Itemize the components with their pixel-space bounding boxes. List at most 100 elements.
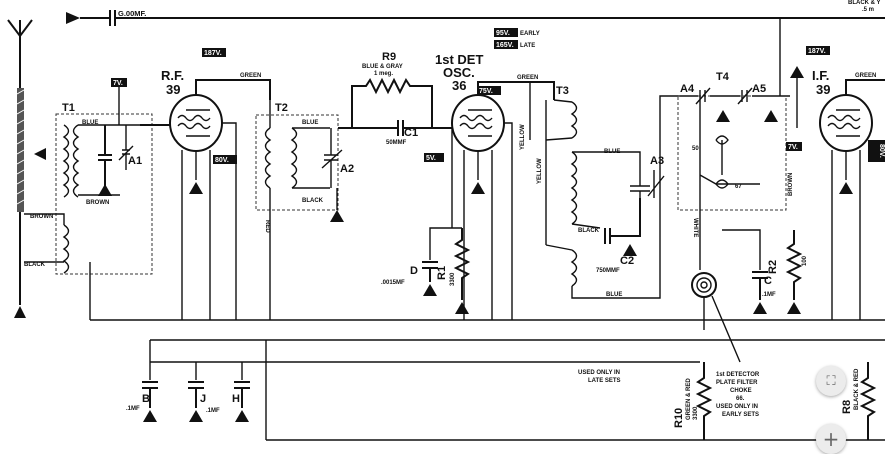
r9-desc-2: 1 meg. — [374, 71, 393, 77]
antenna-loop-coil-hatching — [16, 89, 25, 205]
svg-text:80V.: 80V. — [215, 157, 229, 164]
rf-green-wire: GREEN — [240, 73, 261, 79]
antenna-symbol — [7, 19, 33, 88]
ground-r2 — [787, 302, 801, 314]
v-det-late-box: 165V. — [494, 40, 518, 49]
early-sets-note-2: EARLY SETS — [722, 412, 759, 418]
t1-black-wire: BLACK — [24, 262, 46, 268]
v-rf-plate-box: 187V. — [202, 48, 226, 57]
svg-text:7V.: 7V. — [113, 80, 123, 87]
ground-det-cathode — [471, 182, 485, 194]
ground-c2 — [623, 244, 637, 256]
rf-tube-39 — [169, 94, 223, 152]
t1-primary-coil — [62, 124, 70, 198]
zoom-in-button[interactable]: + — [816, 424, 846, 454]
a2-cap — [321, 128, 343, 188]
c-cap — [752, 271, 768, 300]
ground-b — [143, 410, 157, 422]
antenna-arrow — [34, 148, 46, 160]
det-yellow-wire-2: YELLOW — [537, 158, 543, 184]
b-cap — [142, 381, 158, 408]
if-tube-39 — [819, 94, 873, 152]
collapse-icon: ⛶ — [826, 373, 836, 389]
j-label: J — [200, 393, 206, 405]
t4-choke-upper — [715, 135, 729, 145]
r1-label: R1 — [436, 266, 448, 280]
cap-g-label: G.00MF. — [118, 9, 146, 18]
r9-resistor — [351, 77, 433, 128]
t4-choke-lower-val: 67 — [735, 184, 742, 190]
a5-label: A5 — [752, 83, 766, 95]
antenna-loop-coil — [17, 88, 24, 212]
late-sets-note-1: USED ONLY IN — [578, 370, 620, 376]
top-right-note-1: BLACK & Y — [848, 0, 881, 6]
ground-antenna — [14, 306, 26, 318]
ground-r1 — [455, 302, 469, 314]
det-early-note: EARLY — [520, 31, 540, 37]
t3-label: T3 — [556, 85, 569, 97]
t1-brown-wire-2: BROWN — [86, 200, 109, 206]
collapse-button[interactable]: ⛶ — [816, 366, 846, 396]
r8-desc: BLACK & RED — [854, 368, 860, 410]
svg-text:187V.: 187V. — [204, 50, 222, 57]
t2-label: T2 — [275, 102, 288, 114]
det-late-note: LATE — [520, 43, 535, 49]
plus-icon: + — [822, 427, 840, 451]
late-sets-note-2: LATE SETS — [588, 378, 621, 384]
a3-cap — [630, 170, 665, 198]
t4-shield — [677, 95, 787, 211]
t3-upper-coil — [570, 101, 578, 139]
a1-trimmer — [118, 125, 134, 170]
t4-white-wire: WHITE — [692, 218, 698, 237]
v-if-screen-box: 80V. — [868, 140, 885, 162]
c-value: .1MF — [762, 292, 776, 298]
det-yellow-wire-1: YELLOW — [520, 124, 526, 150]
det-tube-name-2: OSC. — [443, 65, 475, 80]
detector-plate-choke — [691, 272, 717, 298]
rf-tube-number: 39 — [166, 82, 180, 97]
t2-secondary-coil — [290, 127, 298, 189]
v-if-grid-box: 7V. — [786, 142, 802, 151]
r8-label: R8 — [841, 400, 853, 414]
t1-shield — [55, 113, 153, 275]
if-tube-name: I.F. — [812, 68, 829, 83]
t3-black-wire: BLACK — [578, 228, 600, 234]
ground-c — [753, 302, 767, 314]
a3-label: A3 — [650, 155, 664, 167]
svg-text:187V.: 187V. — [808, 48, 826, 55]
t1-label: T1 — [62, 102, 75, 114]
t4-label: T4 — [716, 71, 730, 83]
choke-note-1: 1st DETECTOR — [716, 372, 760, 378]
t4-choke-upper-val: 50 — [692, 146, 699, 152]
ground-t2 — [330, 210, 344, 222]
t2-blue-wire: BLUE — [302, 120, 318, 126]
r9-desc-1: BLUE & GRAY — [362, 64, 403, 70]
c1-label: C1 — [404, 127, 418, 139]
v-rf-screen-box: 80V. — [213, 155, 237, 164]
d-label: D — [410, 265, 418, 277]
top-right-note-2: .5 m — [862, 7, 874, 13]
c-label: C — [764, 275, 772, 287]
b-label: B — [142, 393, 150, 405]
t3-lower-coil — [570, 249, 578, 287]
c1-value: 50MMF — [386, 140, 407, 146]
t2-red-wire: RED — [264, 220, 270, 233]
r10-value: 3300 — [693, 406, 699, 420]
ground-rf-cathode — [189, 182, 203, 194]
svg-text:5V.: 5V. — [426, 155, 436, 162]
a5-trimmer — [737, 87, 753, 105]
t1-blue-wire: BLUE — [82, 120, 98, 126]
c1-cap — [397, 120, 404, 136]
det-green-wire: GREEN — [517, 75, 538, 81]
ground-t4-right — [764, 110, 778, 122]
t4-brown-wire: BROWN — [788, 173, 794, 196]
det-tube-name-1: 1st DET — [435, 52, 483, 67]
v-t1-box: 7V. — [111, 78, 127, 87]
if-input-arrow — [790, 66, 804, 78]
t2-primary-coil — [264, 127, 272, 189]
h-label: H — [232, 393, 240, 405]
a4-label: A4 — [680, 83, 695, 95]
t2-black-wire: BLACK — [302, 198, 324, 204]
v-det-cathode-box: 5V. — [424, 153, 444, 162]
